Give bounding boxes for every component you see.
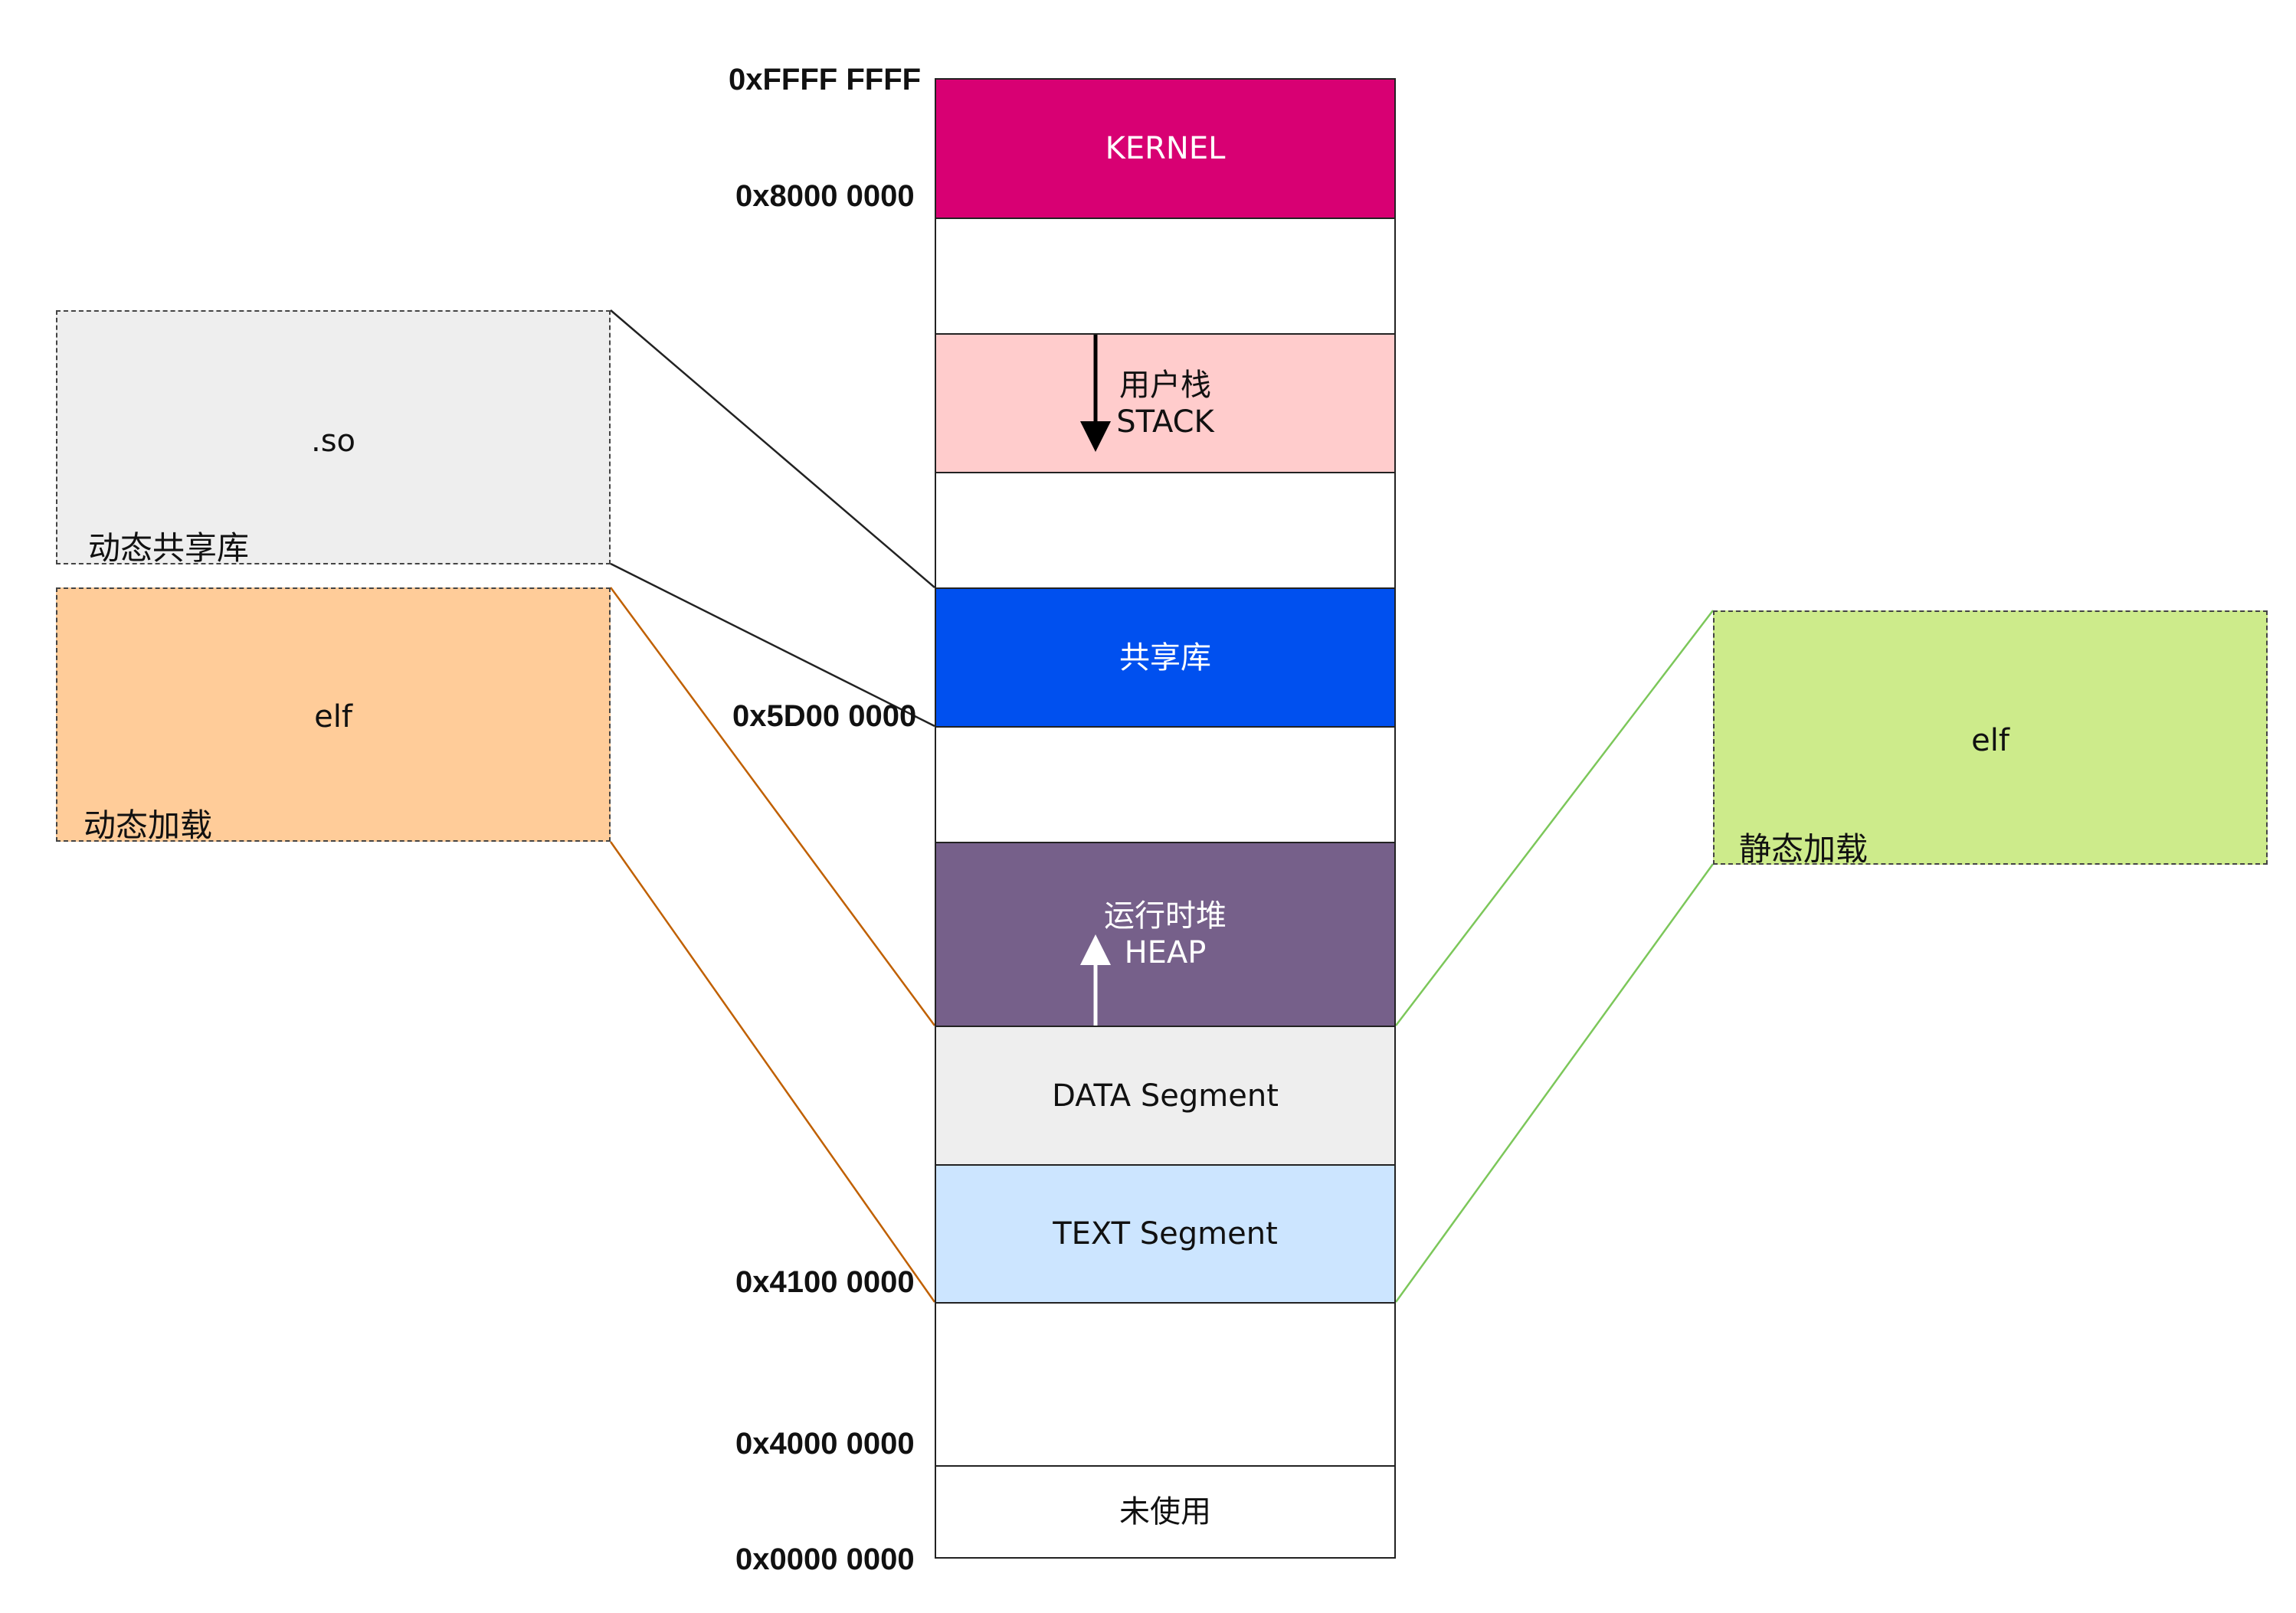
static-elf-box: elf 静态加载 <box>1713 610 2268 868</box>
kernel-label: KERNEL <box>1105 131 1226 166</box>
gap-segment-2 <box>935 472 1396 589</box>
static-connector-top <box>1395 610 1714 1026</box>
so-box-caption: 动态共享库 <box>88 529 250 567</box>
stack-label: 用户栈 STACK <box>1116 367 1214 440</box>
dyn-connector-bottom <box>609 841 936 1303</box>
dynamic-elf-caption: 动态加载 <box>84 806 213 844</box>
stack-segment: 用户栈 STACK <box>935 333 1396 473</box>
so-box-title: .so <box>310 424 356 459</box>
so-connector-top <box>610 309 935 588</box>
address-shared-base: 0x5D00 0000 <box>732 699 917 733</box>
gap-segment-1 <box>935 218 1396 335</box>
unused-label: 未使用 <box>1119 1494 1211 1530</box>
static-elf-title: elf <box>1971 723 2009 758</box>
dynamic-elf-title: elf <box>314 699 352 735</box>
address-load-base: 0x4000 0000 <box>735 1427 915 1461</box>
dynamic-elf-box: elf 动态加载 <box>56 587 611 844</box>
heap-label: 运行时堆 HEAP <box>1104 898 1227 970</box>
static-connector-bottom <box>1394 863 1715 1303</box>
kernel-segment: KERNEL <box>935 78 1396 219</box>
address-kernel-base: 0x8000 0000 <box>735 179 915 213</box>
static-elf-caption: 静态加载 <box>1739 830 1869 868</box>
gap-segment-3 <box>935 726 1396 843</box>
unused-segment: 未使用 <box>935 1465 1396 1559</box>
address-top: 0xFFFF FFFF <box>729 63 922 97</box>
shared-lib-segment: 共享库 <box>935 587 1396 728</box>
address-text-base: 0x4100 0000 <box>735 1265 915 1299</box>
address-zero: 0x0000 0000 <box>735 1543 915 1576</box>
heap-segment: 运行时堆 HEAP <box>935 842 1396 1027</box>
so-connector-bottom <box>610 562 935 728</box>
text-segment-label: TEXT Segment <box>1053 1216 1278 1251</box>
data-segment: DATA Segment <box>935 1026 1396 1166</box>
gap-segment-4 <box>935 1302 1396 1467</box>
shared-lib-label: 共享库 <box>1119 640 1211 676</box>
so-box: .so 动态共享库 <box>56 310 611 567</box>
text-segment: TEXT Segment <box>935 1164 1396 1304</box>
data-segment-label: DATA Segment <box>1052 1078 1279 1114</box>
dyn-connector-top <box>609 587 936 1026</box>
